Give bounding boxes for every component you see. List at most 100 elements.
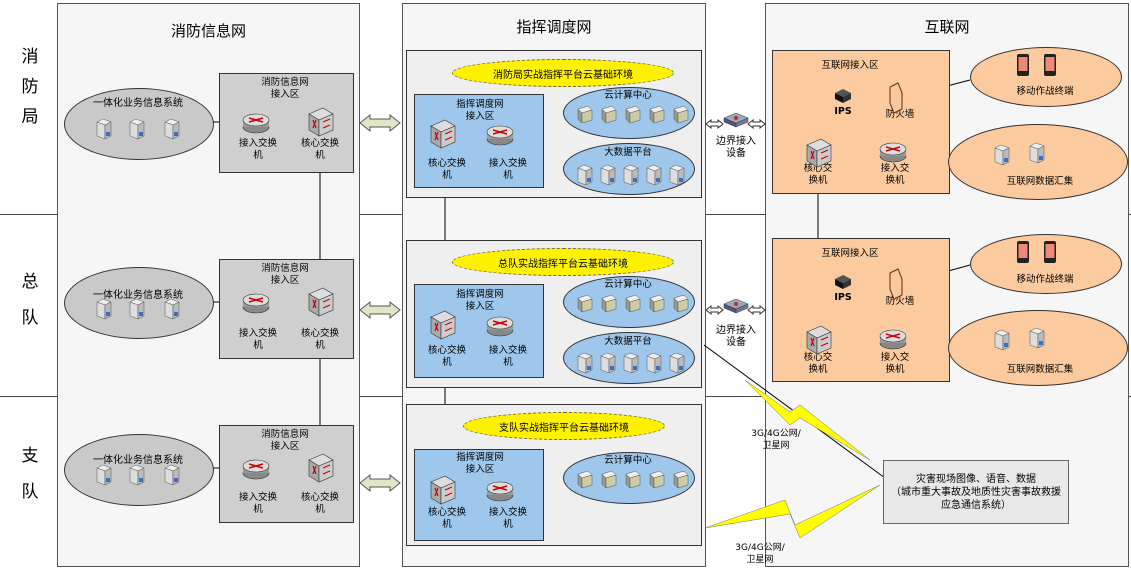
server-icon: [164, 118, 180, 140]
cloud-server-icon: [577, 105, 593, 124]
mobile-phone-icon: [1044, 241, 1056, 263]
internet-core-switch-label-corps: 核心交 换机: [803, 352, 833, 375]
fire-access-zone-label-detachment: 消防信息网 接入区: [261, 429, 309, 452]
big-data-label-bureau: 大数据平台: [604, 147, 652, 158]
server-icon: [96, 464, 112, 486]
server-icon: [164, 464, 180, 486]
core-switch-icon: [430, 310, 456, 340]
fire-access-zone-label-bureau: 消防信息网 接入区: [261, 77, 309, 100]
mobile-phone-icon: [1017, 241, 1029, 263]
data-server-icon: [1029, 327, 1045, 349]
server-icon: [129, 118, 145, 140]
cloud-server-icon: [577, 470, 593, 489]
big-data-server-icon: [646, 164, 662, 186]
mobile-terminal-label-corps: 移动作战终端: [1016, 274, 1074, 285]
disaster-site-box: 灾害现场图像、语音、数据 （城市重大事故及地质性灾害事故救援 应急通信系统）: [883, 460, 1069, 524]
mobile-phone-icon: [1017, 54, 1029, 76]
mobile-phone-icon: [1044, 54, 1056, 76]
cloud-server-icon: [649, 105, 665, 124]
cloud-server-icon: [625, 470, 641, 489]
fire-core-switch-label-corps: 核心交换 机: [300, 328, 339, 351]
cloud-center-label-bureau: 云计算中心: [604, 90, 652, 101]
access-switch-icon: [486, 481, 514, 502]
big-data-server-icon: [600, 352, 616, 374]
ips-label-corps: IPS: [834, 292, 852, 303]
cloud-server-icon: [625, 105, 641, 124]
cloud-server-icon: [673, 105, 689, 124]
cloud-server-icon: [601, 294, 617, 313]
fire-access-switch-label-corps: 接入交换 机: [238, 328, 277, 351]
wireless-label-lower: 3G/4G公网/ 卫星网: [735, 543, 785, 565]
cloud-center-label-detachment: 云计算中心: [604, 455, 652, 466]
row-label-detachment: 支 队: [21, 446, 39, 502]
access-switch-icon: [242, 459, 270, 480]
integrated-system-label-bureau: 一体化业务信息系统: [93, 98, 183, 109]
big-data-server-icon: [669, 164, 685, 186]
internet-access-zone-bureau: [772, 50, 950, 194]
core-switch-icon: [430, 475, 456, 505]
dispatch-core-switch-label-corps: 核心交换 机: [427, 345, 466, 368]
cloud-env-label-corps: 总队实战指挥平台云基础环境: [452, 248, 674, 276]
internet-access-switch-label-corps: 接入交 换机: [880, 352, 910, 375]
disaster-line-1: 灾害现场图像、语音、数据: [916, 473, 1036, 485]
big-data-server-icon: [669, 352, 685, 374]
internet-core-switch-label-bureau: 核心交 换机: [803, 163, 833, 186]
data-collect-label-corps: 互联网数据汇集: [1006, 364, 1074, 375]
ips-label-bureau: IPS: [834, 106, 852, 117]
internet-access-zone-label-corps: 互联网接入区: [821, 248, 879, 259]
big-data-server-icon: [623, 352, 639, 374]
core-switch-icon: [308, 107, 334, 137]
cloud-server-icon: [649, 470, 665, 489]
core-switch-icon: [308, 287, 334, 317]
firewall-icon: [889, 268, 903, 300]
access-switch-icon: [242, 113, 270, 134]
firewall-icon: [889, 82, 903, 114]
boundary-device-icon: [723, 112, 749, 128]
boundary-device-label-bureau: 边界接入 设备: [716, 136, 756, 159]
cloud-env-label-bureau: 消防局实战指挥平台云基础环境: [452, 59, 674, 87]
column-title-internet: 互联网: [924, 18, 970, 36]
access-switch-icon: [242, 293, 270, 314]
core-switch-icon: [430, 119, 456, 149]
access-switch-icon: [486, 125, 514, 146]
cloud-center-label-corps: 云计算中心: [604, 279, 652, 290]
big-data-server-icon: [577, 164, 593, 186]
row-label-bureau: 消 防 局: [21, 47, 39, 127]
dispatch-core-switch-label-bureau: 核心交换 机: [427, 158, 466, 181]
dispatch-access-zone-label-corps: 指挥调度网 接入区: [456, 289, 504, 312]
data-collect-ellipse-bureau: [948, 124, 1128, 200]
fire-core-switch-label-detachment: 核心交换 机: [300, 492, 339, 515]
ips-icon: [835, 275, 851, 289]
column-title-command-dispatch-net: 指挥调度网: [516, 18, 592, 36]
internet-access-zone-label-bureau: 互联网接入区: [821, 60, 879, 71]
firewall-label-bureau: 防火墙: [885, 109, 915, 120]
core-switch-icon: [806, 325, 832, 355]
wireless-label-upper: 3G/4G公网/ 卫星网: [751, 429, 801, 451]
big-data-server-icon: [577, 352, 593, 374]
server-icon: [129, 298, 145, 320]
internet-access-zone-corps: [772, 238, 950, 382]
cloud-server-icon: [673, 470, 689, 489]
mobile-terminal-label-bureau: 移动作战终端: [1016, 86, 1074, 97]
cloud-server-icon: [625, 294, 641, 313]
dispatch-access-switch-label-detachment: 接入交换 机: [488, 507, 527, 530]
fire-core-switch-label-bureau: 核心交换 机: [300, 138, 339, 161]
column-title-fire-info-net: 消防信息网: [170, 22, 246, 40]
server-icon: [96, 118, 112, 140]
firewall-label-corps: 防火墙: [885, 296, 915, 307]
cloud-server-icon: [601, 470, 617, 489]
dispatch-access-switch-label-corps: 接入交换 机: [488, 345, 527, 368]
big-data-server-icon: [646, 352, 662, 374]
data-server-icon: [1029, 142, 1045, 164]
fire-access-zone-label-corps: 消防信息网 接入区: [261, 263, 309, 286]
access-switch-icon: [486, 316, 514, 337]
fire-access-switch-label-bureau: 接入交换 机: [238, 138, 277, 161]
integrated-system-label-corps: 一体化业务信息系统: [93, 290, 183, 301]
ips-icon: [835, 89, 851, 103]
server-icon: [96, 298, 112, 320]
dispatch-access-zone-label-detachment: 指挥调度网 接入区: [456, 452, 504, 475]
data-collect-label-bureau: 互联网数据汇集: [1006, 176, 1074, 187]
data-server-icon: [994, 329, 1010, 351]
cloud-server-icon: [577, 294, 593, 313]
